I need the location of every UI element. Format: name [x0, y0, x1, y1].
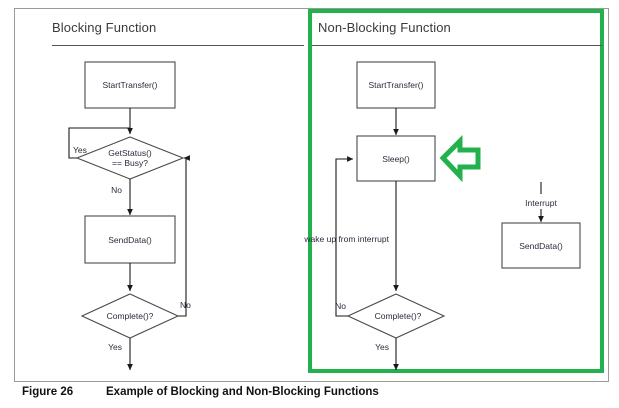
nonblocking-node-complete: Complete()?	[346, 293, 446, 339]
blocking-node-getstatus-label-2: == Busy?	[112, 158, 148, 168]
nonblocking-edge-complete-no-loop	[335, 156, 354, 317]
panel-rule-nonblocking	[312, 45, 602, 46]
panel-title-nonblocking: Non-Blocking Function	[318, 20, 451, 35]
blocking-edge-label-getstatus-no: No	[111, 185, 122, 195]
blocking-edge-label-getstatus-yes: Yes	[73, 145, 87, 155]
green-left-arrow-icon	[439, 134, 481, 183]
panel-rule-blocking	[52, 45, 304, 46]
blocking-node-start-transfer: StartTransfer()	[84, 61, 176, 109]
blocking-edge-label-complete-yes: Yes	[108, 342, 122, 352]
blocking-node-start-transfer-label: StartTransfer()	[103, 80, 158, 90]
blocking-node-getstatus: GetStatus() == Busy?	[75, 136, 185, 180]
nonblocking-node-isr-send-data-label: SendData()	[519, 241, 563, 251]
nonblocking-node-sleep-label: Sleep()	[382, 154, 410, 164]
blocking-edge-label-complete-no: No	[180, 300, 191, 310]
nonblocking-edge-label-complete-yes: Yes	[375, 342, 389, 352]
figure-caption: Figure 26 Example of Blocking and Non-Blo…	[22, 386, 379, 398]
figure-caption-text: Example of Blocking and Non-Blocking Fun…	[106, 386, 379, 398]
blocking-node-getstatus-label-1: GetStatus()	[108, 148, 152, 158]
figure-caption-number: Figure 26	[22, 386, 74, 398]
blocking-edge-getstatus-yes-loop	[68, 127, 130, 159]
nonblocking-node-sleep: Sleep()	[356, 135, 436, 182]
nonblocking-edge-label-interrupt: Interrupt	[525, 198, 557, 208]
nonblocking-node-start-transfer-label: StartTransfer()	[369, 80, 424, 90]
panel-title-blocking: Blocking Function	[52, 20, 157, 35]
nonblocking-node-isr-send-data: SendData()	[501, 222, 581, 269]
nonblocking-node-start-transfer: StartTransfer()	[356, 61, 436, 109]
nonblocking-edge-label-wake: wake up from interrupt	[303, 234, 389, 244]
blocking-edge-complete-no-path	[178, 158, 187, 317]
blocking-node-send-data-label: SendData()	[108, 235, 152, 245]
blocking-node-send-data: SendData()	[84, 215, 176, 264]
blocking-node-complete: Complete()?	[80, 293, 180, 339]
blocking-node-complete-label: Complete()?	[107, 311, 154, 321]
nonblocking-node-complete-label: Complete()?	[375, 311, 422, 321]
nonblocking-highlight-box	[308, 9, 604, 373]
nonblocking-edge-label-complete-no: No	[335, 301, 346, 311]
